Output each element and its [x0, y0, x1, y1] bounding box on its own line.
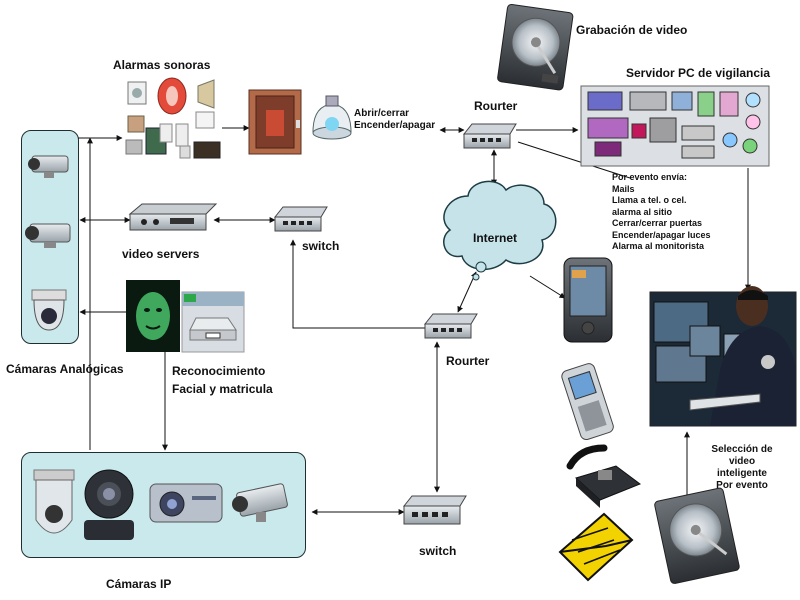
switch-top-label: switch [302, 239, 340, 253]
cloud-icon [443, 180, 557, 281]
switch-bottom-label: switch [419, 544, 457, 558]
car-plate-icon [181, 291, 245, 353]
switch-icon [273, 206, 328, 232]
siren-icon [125, 77, 221, 159]
video-servers-label: video servers [122, 247, 200, 261]
hard-disk-icon [497, 4, 574, 91]
intelligent-selection-label: Selección de video inteligente Por event… [711, 444, 773, 491]
router-mid-label: Rourter [446, 354, 490, 368]
door-icon [248, 89, 302, 155]
server-ports-icon [580, 85, 770, 167]
connection-lines [78, 125, 751, 515]
video-server-icon [128, 203, 218, 231]
router-top-label: Rourter [474, 99, 518, 113]
camera-icon [232, 483, 288, 522]
recognition-label: Reconocimiento Facial y matricula [172, 364, 273, 396]
camera-icon [28, 155, 69, 178]
hard-disk-icon [654, 487, 740, 584]
router-icon [462, 123, 517, 149]
pda-icon [563, 257, 613, 343]
analog-cameras-label: Cámaras Analógicas [6, 362, 124, 376]
monitor-operator-icon [649, 286, 797, 427]
server-label: Servidor PC de vigilancia [626, 66, 771, 80]
switch-icon [402, 495, 467, 525]
event-actions-list: Por evento envía: Mails Llama a tel. o c… [612, 172, 711, 251]
camera-icon [149, 483, 223, 523]
recording-label: Grabación de video [576, 23, 688, 37]
camera-icon [33, 469, 75, 534]
open-close-label: Abrir/cerrar Encender/apagar [354, 108, 436, 131]
router-icon [423, 313, 478, 339]
internet-label: Internet [473, 231, 518, 245]
camera-icon [84, 469, 134, 540]
alarms-label: Alarmas sonoras [113, 58, 211, 72]
envelope-icon [558, 512, 634, 582]
desk-phone-icon [566, 444, 642, 508]
camera-icon [25, 223, 71, 248]
camera-icon [31, 289, 67, 331]
ip-cameras-label: Cámaras IP [106, 577, 172, 591]
lamp-icon [312, 95, 352, 140]
face-scan-icon [126, 280, 180, 352]
mobile-phone-icon [561, 363, 614, 441]
